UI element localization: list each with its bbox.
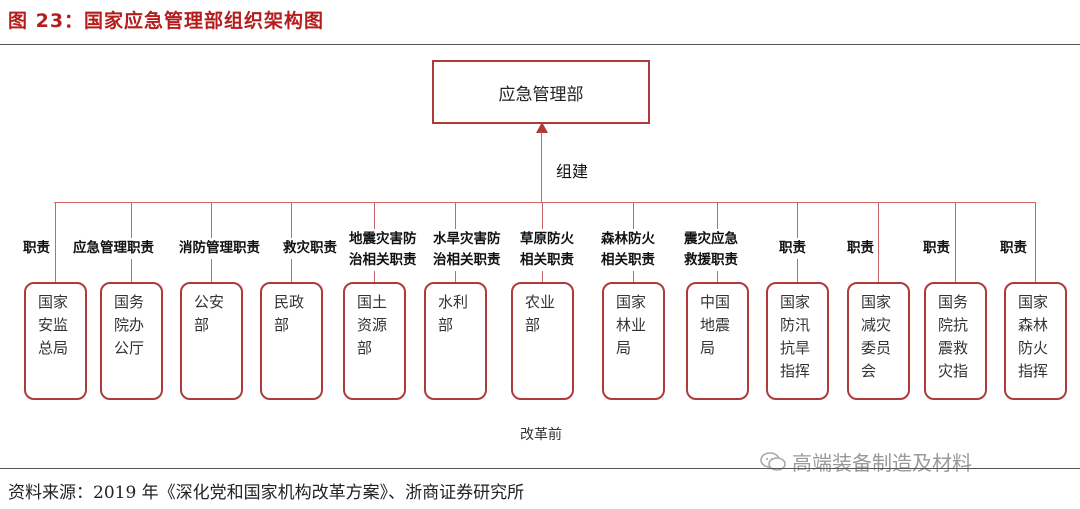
responsibility-line: 相关职责 [520, 252, 574, 268]
responsibility-line: 消防管理职责 [179, 240, 260, 256]
department-box: 国家森林防火指挥 [1004, 282, 1067, 400]
responsibility-label: 地震灾害防治相关职责 [348, 229, 418, 271]
responsibility-label: 职责 [846, 238, 875, 259]
head-node: 应急管理部 [432, 60, 650, 124]
arrow-up-icon [536, 122, 548, 133]
responsibility-line: 职责 [779, 240, 806, 256]
department-box: 中国地震局 [686, 282, 749, 400]
department-box: 国务院抗震救灾指 [924, 282, 987, 400]
department-box: 国家减灾委员会 [847, 282, 910, 400]
branch-line [955, 202, 956, 283]
responsibility-line: 森林防火 [601, 231, 655, 247]
responsibility-line: 职责 [847, 240, 874, 256]
watermark-text: 高端装备制造及材料 [792, 451, 972, 475]
responsibility-line: 治相关职责 [433, 252, 501, 268]
department-box: 公安部 [180, 282, 243, 400]
responsibility-label: 森林防火相关职责 [600, 229, 656, 271]
figure-title: 图 23：国家应急管理部组织架构图 [8, 10, 325, 32]
department-box: 国务院办公厅 [100, 282, 163, 400]
responsibility-line: 应急管理职责 [73, 240, 154, 256]
top-rule [0, 44, 1080, 45]
branch-line [55, 202, 56, 283]
bottom-rule [0, 468, 1080, 469]
responsibility-line: 职责 [923, 240, 950, 256]
department-box: 国家安监总局 [24, 282, 87, 400]
link-label: 组建 [556, 162, 589, 181]
responsibility-line: 相关职责 [601, 252, 655, 268]
watermark: 高端装备制造及材料 [760, 447, 972, 476]
department-box: 水利部 [424, 282, 487, 400]
department-box: 国家林业局 [602, 282, 665, 400]
responsibility-label: 水旱灾害防治相关职责 [432, 229, 502, 271]
responsibility-label: 职责 [999, 238, 1028, 259]
responsibility-line: 草原防火 [520, 231, 574, 247]
responsibility-line: 水旱灾害防 [433, 231, 501, 247]
branch-line [878, 202, 879, 283]
before-reform-label: 改革前 [520, 427, 562, 443]
responsibility-label: 应急管理职责 [72, 238, 155, 259]
branch-line [1035, 202, 1036, 283]
responsibility-line: 震灾应急 [684, 231, 738, 247]
responsibility-label: 震灾应急救援职责 [683, 229, 739, 271]
trunk-line [541, 132, 542, 203]
source-note: 资料来源：2019 年《深化党和国家机构改革方案》、浙商证券研究所 [8, 483, 525, 503]
wechat-icon [760, 451, 786, 471]
responsibility-label: 草原防火相关职责 [519, 229, 575, 271]
responsibility-line: 救援职责 [684, 252, 738, 268]
department-box: 民政部 [260, 282, 323, 400]
responsibility-label: 职责 [922, 238, 951, 259]
responsibility-label: 职责 [778, 238, 807, 259]
department-box: 国家防汛抗旱指挥 [766, 282, 829, 400]
responsibility-label: 救灾职责 [282, 238, 338, 259]
department-box: 农业部 [511, 282, 574, 400]
responsibility-line: 救灾职责 [283, 240, 337, 256]
responsibility-label: 消防管理职责 [178, 238, 261, 259]
responsibility-line: 地震灾害防 [349, 231, 417, 247]
responsibility-line: 职责 [23, 240, 50, 256]
responsibility-line: 治相关职责 [349, 252, 417, 268]
responsibility-line: 职责 [1000, 240, 1027, 256]
responsibility-label: 职责 [22, 238, 51, 259]
bus-line [54, 202, 1036, 203]
department-box: 国土资源部 [343, 282, 406, 400]
